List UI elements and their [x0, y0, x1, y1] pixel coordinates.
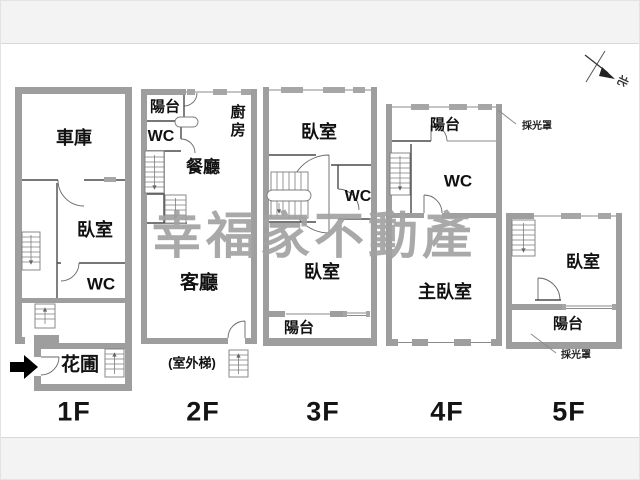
floor-label-2f: 2F: [186, 396, 220, 427]
room-label-kitchen: 廚房: [228, 104, 246, 140]
stairs-icon: [34, 303, 56, 329]
top-margin-strip: [1, 1, 639, 44]
room-label-flower-bed: 花圃: [60, 354, 100, 376]
room-label-balcony-2f: 陽台: [149, 98, 181, 116]
room-label-living: 客廳: [179, 272, 219, 294]
bottom-margin-strip: [1, 437, 639, 479]
floor-label-5f: 5F: [552, 396, 586, 427]
outdoor-stairs-icon: [228, 349, 249, 378]
floor-label-3f: 3F: [306, 396, 340, 427]
room-label-balcony-5f: 陽台: [552, 315, 584, 333]
entrance-arrow-icon: [10, 355, 38, 379]
stairs-icon: [266, 171, 312, 219]
compass-icon: [584, 50, 615, 83]
floor-1f-walls: [10, 87, 132, 391]
room-label-garage: 車庫: [56, 128, 92, 148]
room-label-wc-3f: WC: [344, 188, 372, 205]
room-label-bedroom-3f: 臥室: [304, 262, 340, 282]
floor-5f-walls: [506, 213, 622, 354]
stairs-icon: [144, 150, 165, 194]
room-label-bedroom-1f: 臥室: [77, 220, 113, 240]
floor-4f-walls: [386, 104, 517, 346]
room-label-wc-4f: WC: [443, 171, 473, 191]
label-skylight-5f: 採光罩: [561, 350, 591, 361]
stairs-icon: [511, 219, 536, 257]
room-label-wc-1f: WC: [86, 274, 116, 294]
room-label-bedroom-5f: 臥室: [566, 252, 600, 272]
room-label-balcony-3f: 陽台: [283, 319, 315, 337]
stairs-icon: [21, 231, 41, 271]
stairs-icon: [104, 348, 125, 378]
room-label-wc-2f: WC: [147, 128, 175, 145]
room-label-master-bedroom: 主臥室: [418, 282, 472, 302]
floor-label-1f: 1F: [57, 396, 91, 427]
floor-2f-walls: [141, 89, 257, 378]
skylight-leader-line: [530, 333, 557, 354]
watermark: 幸福家不動產: [152, 208, 476, 264]
room-label-dining: 餐廳: [186, 157, 220, 177]
stairs-icon: [164, 194, 187, 224]
stairs-icon: [389, 152, 411, 196]
room-label-balcony-4f: 陽台: [429, 116, 461, 134]
room-label-bedroom-3f-top: 臥室: [301, 122, 337, 142]
skylight-leader-line: [497, 109, 517, 125]
label-outdoor-stairs: (室外梯): [168, 355, 216, 371]
floor-label-4f: 4F: [430, 396, 464, 427]
label-skylight-4f: 採光罩: [522, 121, 552, 132]
floor-3f-walls: [263, 87, 377, 346]
